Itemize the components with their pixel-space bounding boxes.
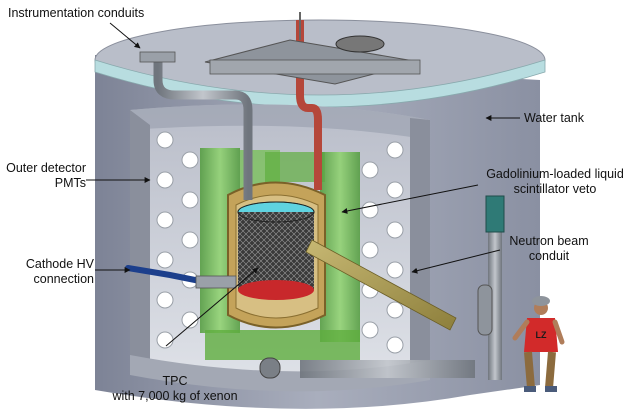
label-gadolinium-veto: Gadolinium-loaded liquid scintillator ve… [486, 167, 624, 196]
instrumentation-conduits [139, 20, 322, 200]
lz-badge: LZ [536, 330, 547, 340]
label-instrumentation-conduits: Instrumentation conduits [8, 6, 145, 20]
neutron-beam-conduit [305, 239, 457, 331]
label-neutron-beam-conduit: Neutron beam conduit [509, 234, 589, 263]
label-tpc: TPC with 7,000 kg of xenon [112, 374, 238, 403]
label-outer-detector-pmts: Outer detector PMTs [6, 161, 86, 190]
tpc [237, 201, 315, 300]
external-pipe [259, 195, 505, 380]
label-cathode-hv-connection: Cathode HV connection [25, 257, 94, 286]
leader-lines [86, 22, 520, 347]
person-figure: LZ [512, 296, 565, 392]
label-water-tank: Water tank [524, 111, 584, 125]
cathode-hv-connection [125, 265, 237, 289]
lid-structure [204, 12, 421, 85]
